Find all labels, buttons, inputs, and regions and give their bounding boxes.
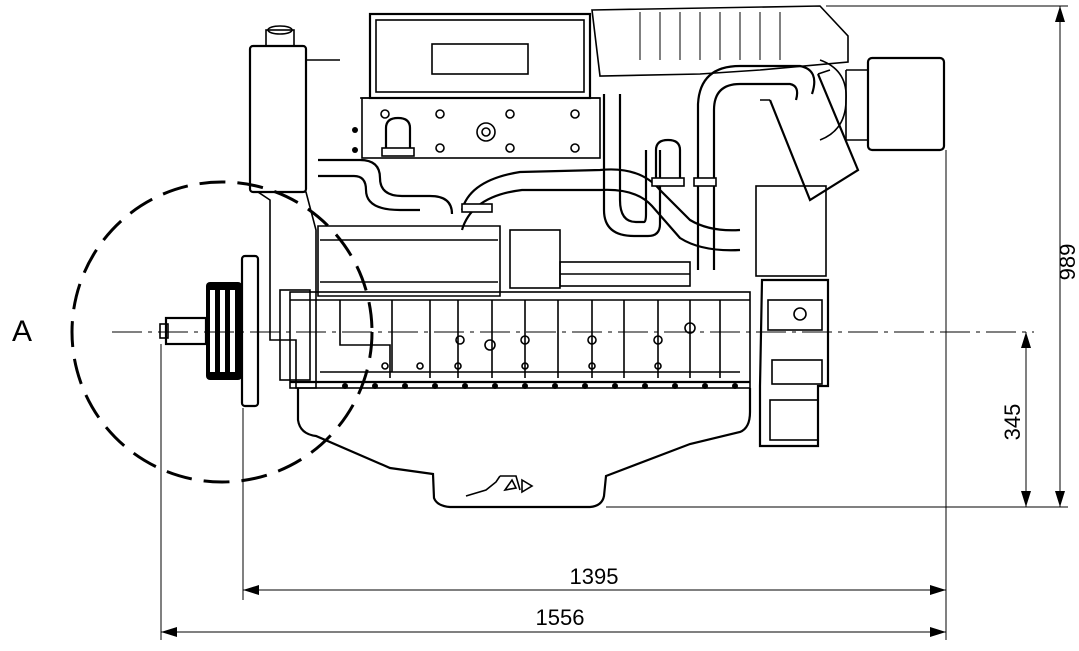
block-bolts	[342, 322, 738, 389]
dimension-overall-length: 1556	[160, 344, 946, 640]
dimension-345-label: 345	[1000, 404, 1025, 441]
expansion-tank	[248, 44, 308, 194]
head-bolts	[352, 109, 580, 153]
valve-cover	[368, 12, 592, 100]
dimension-shaft-height: 345	[1000, 332, 1031, 507]
engine-block	[289, 291, 751, 389]
filler-cap	[265, 29, 295, 47]
detail-a-label: A	[12, 315, 32, 348]
air-filter	[866, 56, 946, 152]
intercooler-elbow	[768, 73, 860, 202]
charge-pipe-upper	[602, 94, 662, 238]
dimension-1395-label: 1395	[570, 564, 619, 589]
flywheel-housing	[755, 185, 827, 277]
block-ribs	[320, 300, 740, 378]
dimension-engine-length: 1395	[242, 150, 947, 640]
charge-pipe-lower	[460, 168, 741, 232]
sump-drain	[465, 475, 534, 497]
dimension-989-label: 989	[1055, 244, 1079, 281]
turbo-outlet-pipe	[696, 64, 816, 270]
aftercooler-body	[317, 225, 501, 297]
engine-outline	[159, 5, 946, 509]
oil-sump	[296, 388, 752, 509]
timing-cover	[255, 191, 317, 389]
valve-cover-plate	[431, 43, 529, 75]
detail-a-circle	[70, 180, 374, 484]
dimension-overall-height: 989	[606, 5, 1079, 508]
damper-disc	[240, 254, 260, 408]
fuel-filter	[509, 229, 561, 289]
crank-pulley	[206, 282, 242, 380]
coolant-hose	[318, 158, 454, 215]
dimension-1556-label: 1556	[536, 605, 585, 630]
crank-shaft-stub	[164, 316, 208, 346]
